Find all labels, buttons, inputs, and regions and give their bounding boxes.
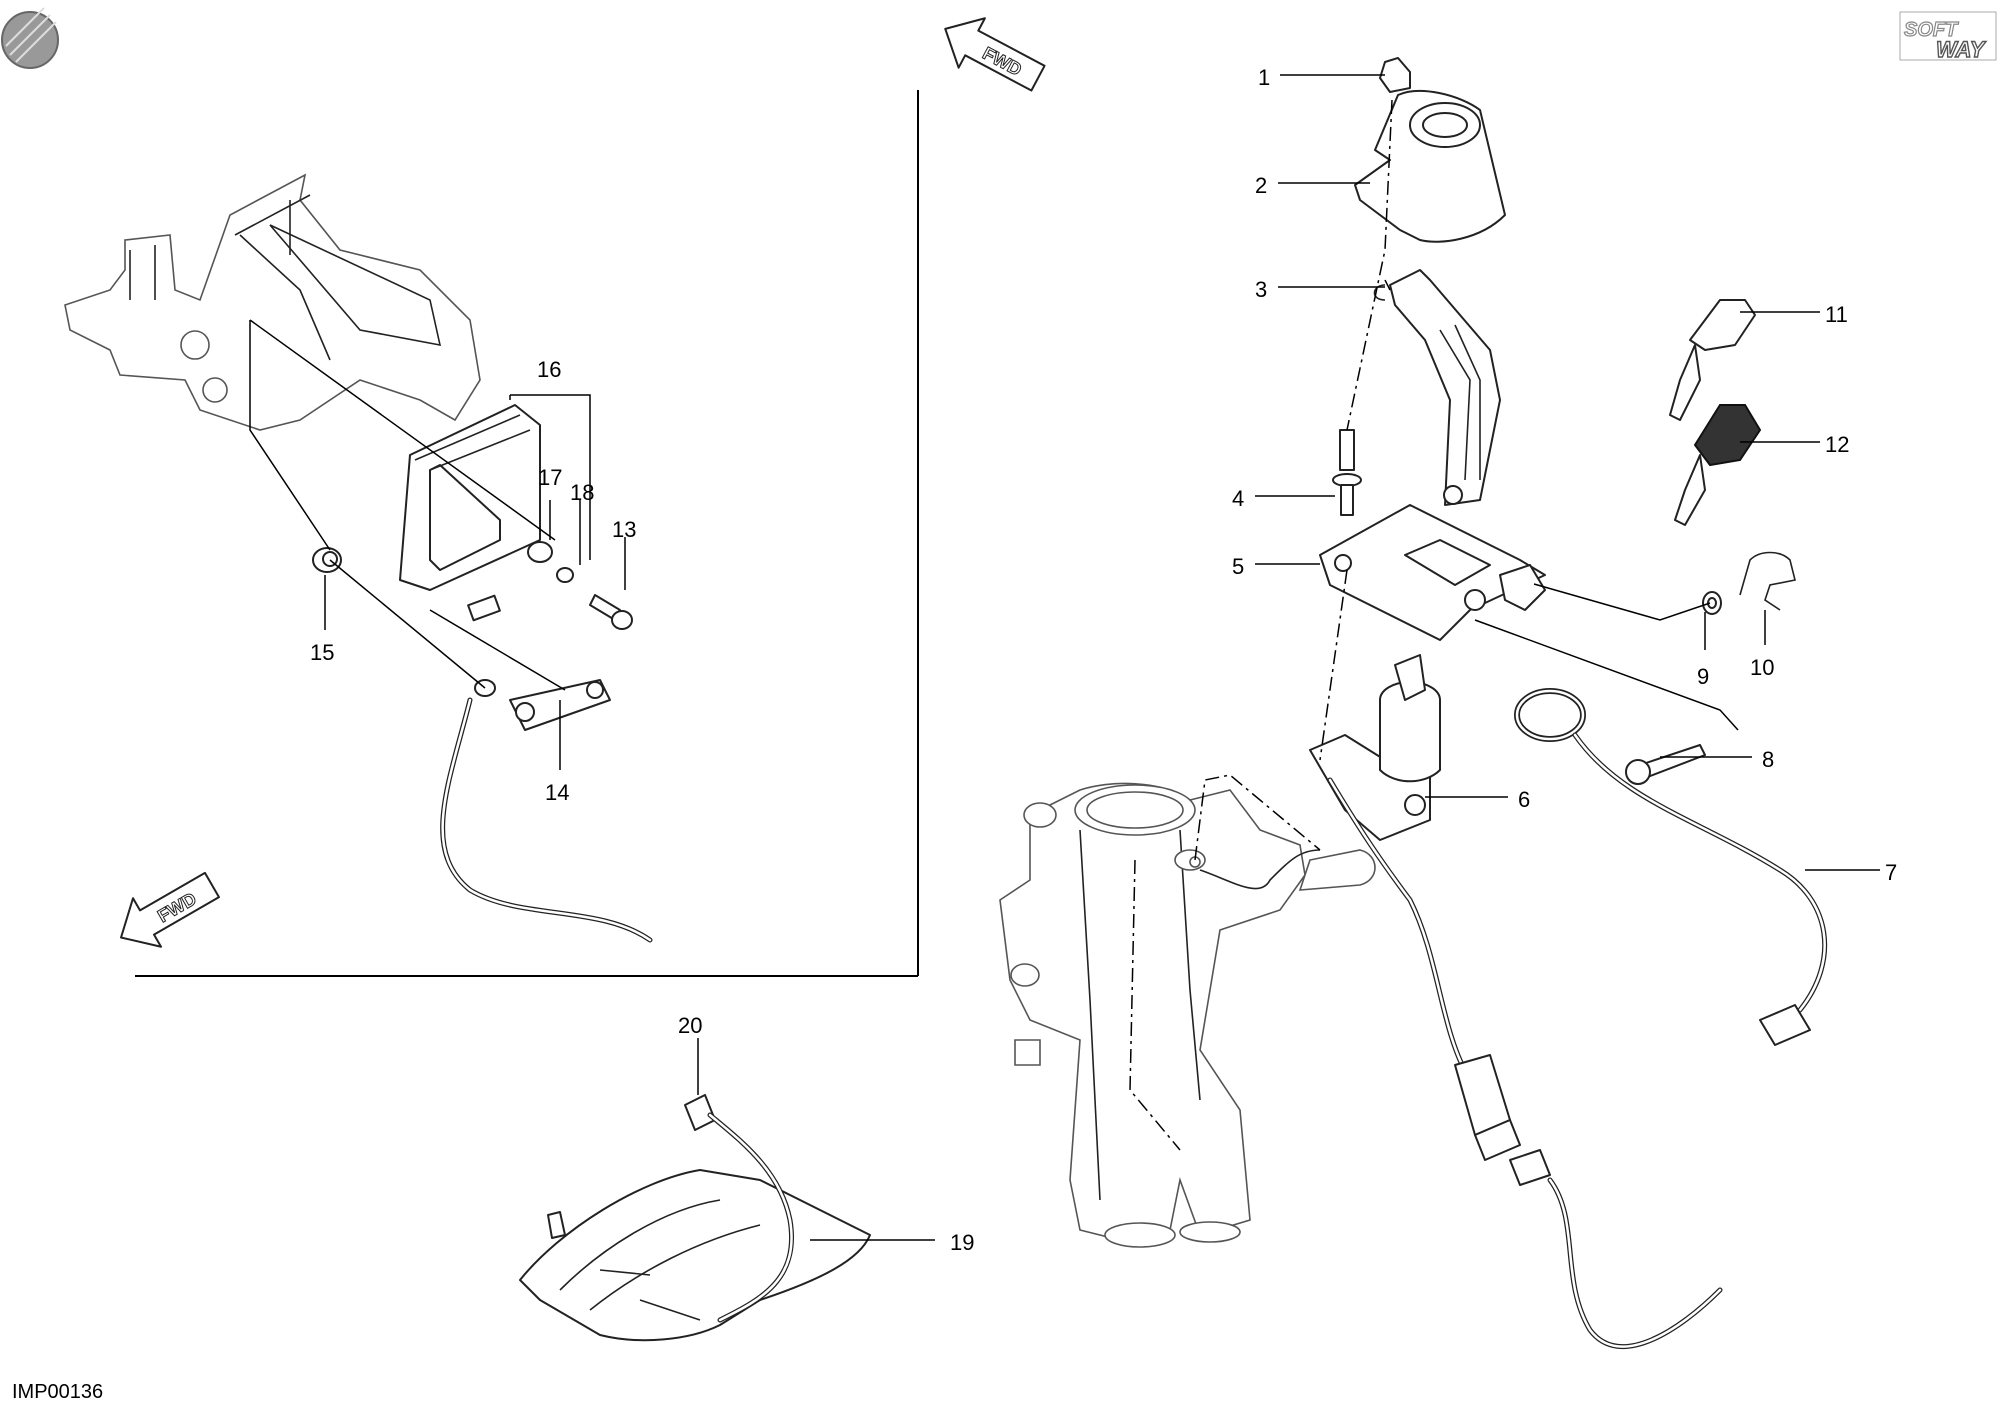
callout-2: 2 <box>1255 173 1267 198</box>
switch-connector <box>1454 1054 1723 1350</box>
fwd-arrow-top: FWD <box>944 17 1046 92</box>
stud-4 <box>1332 429 1362 516</box>
callout-8: 8 <box>1762 747 1774 772</box>
main-frame-headstock <box>999 782 1376 1248</box>
logo-text-line2: WAY <box>1936 37 1987 62</box>
callout-11: 11 <box>1825 302 1848 327</box>
callout-17: 17 <box>538 465 562 490</box>
strap-3 <box>1373 269 1501 506</box>
bracket-plate-5 <box>1319 504 1546 641</box>
drawing-code: IMP00136 <box>12 1381 103 1403</box>
callout-14: 14 <box>545 780 569 805</box>
antenna-ring-7 <box>1514 688 1828 1046</box>
callout-16: 16 <box>537 357 561 382</box>
callout-4: 4 <box>1232 486 1244 511</box>
callout-19: 19 <box>950 1230 974 1255</box>
subframe-bracket <box>64 173 481 431</box>
callout-18: 18 <box>570 480 594 505</box>
bolt-13 <box>589 594 633 630</box>
key-12 <box>1674 404 1762 526</box>
fwd-arrow-bottom: FWD <box>120 871 220 948</box>
spacer-17 <box>527 541 553 563</box>
callout-7: 7 <box>1885 860 1897 885</box>
callout-15: 15 <box>310 640 334 665</box>
logo-text-line1: SOFT <box>1904 19 1959 41</box>
key-11 <box>1669 299 1756 421</box>
callout-labels: 1 2 3 4 5 6 7 8 9 10 11 12 13 14 15 16 1… <box>310 65 1897 1255</box>
ecu-housing <box>399 404 541 622</box>
sensor-14 <box>440 679 653 943</box>
callout-12: 12 <box>1825 432 1849 457</box>
clip-10 <box>1739 551 1796 611</box>
softway-logo: SOFT WAY <box>1899 11 1997 63</box>
ignition-cover-2 <box>1354 89 1506 243</box>
callout-6: 6 <box>1518 787 1530 812</box>
callout-13: 13 <box>612 517 636 542</box>
callout-leader-lines <box>324 74 1880 1241</box>
assembly-center-lines <box>1129 99 1393 1151</box>
grommet-15 <box>312 547 342 573</box>
inset-panel-border <box>135 90 919 977</box>
harness-connector-20 <box>684 1094 794 1323</box>
wiring-harness-bag-19 <box>519 1169 871 1342</box>
inset-leader-lines <box>249 319 591 691</box>
callout-20: 20 <box>678 1013 702 1038</box>
callout-5: 5 <box>1232 554 1244 579</box>
callout-10: 10 <box>1750 655 1774 680</box>
callout-3: 3 <box>1255 277 1267 302</box>
corner-badge-icon <box>1 7 59 69</box>
screw-8 <box>1625 744 1706 785</box>
bushing-18 <box>556 567 574 583</box>
washer-9 <box>1702 591 1722 615</box>
cap-1 <box>1379 57 1411 93</box>
callout-1: 1 <box>1258 65 1270 90</box>
callout-9: 9 <box>1697 664 1709 689</box>
